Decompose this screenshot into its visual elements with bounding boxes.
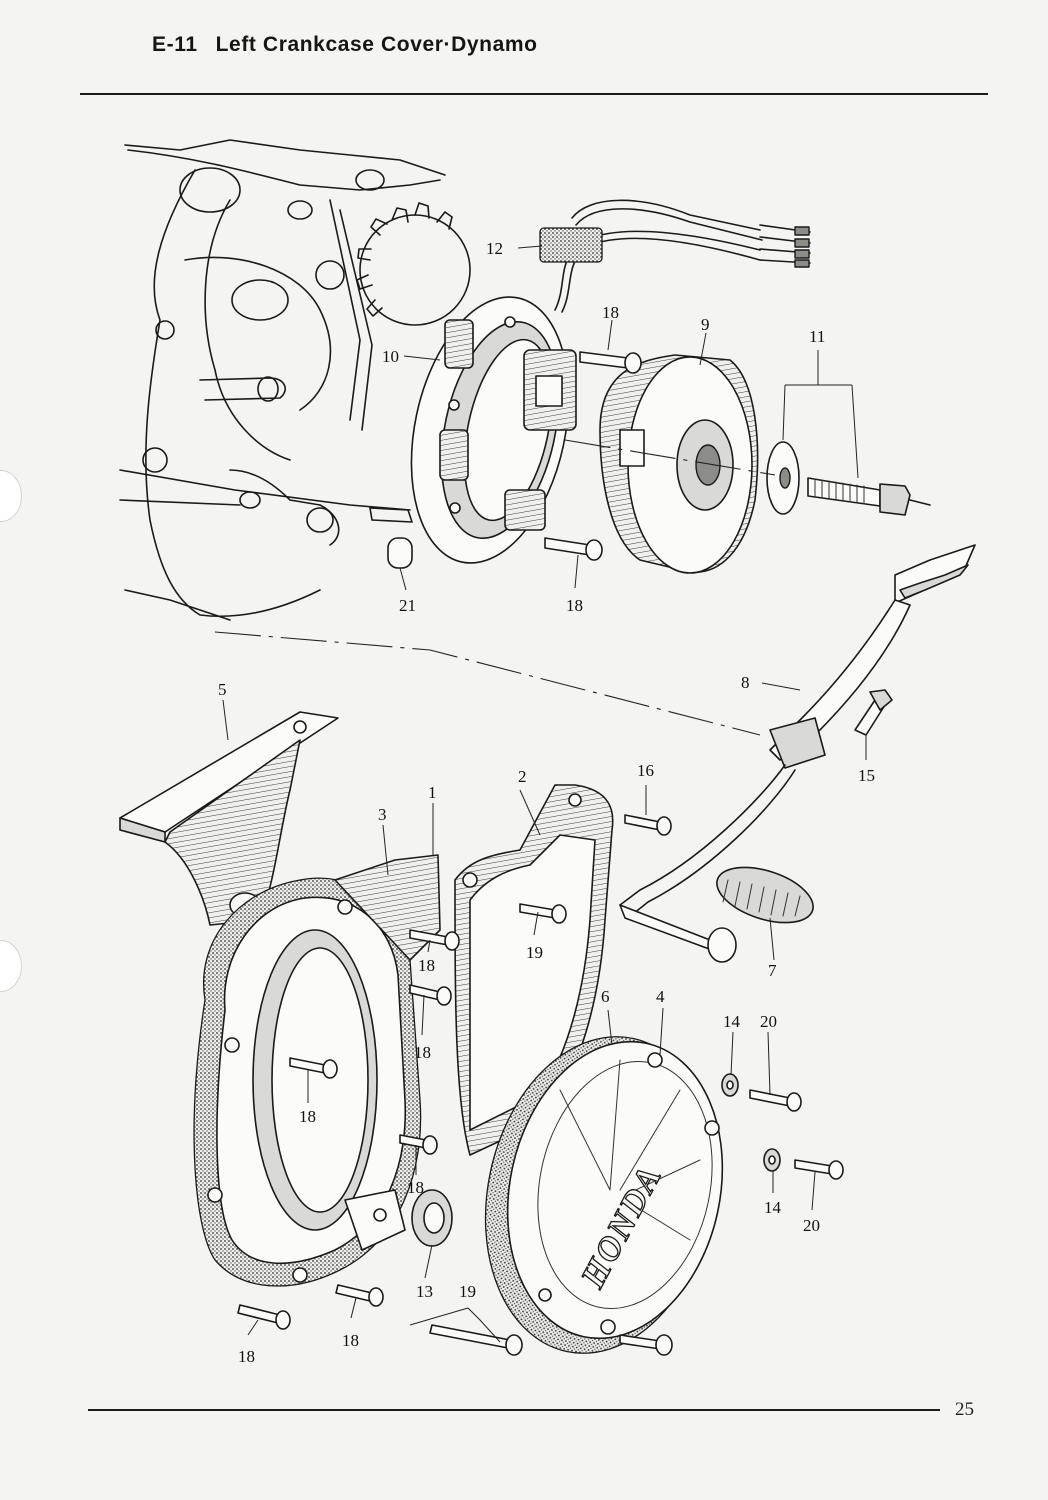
callout-18-cover: 18 (299, 1107, 316, 1126)
page-title: E-11 Left Crankcase Cover·Dynamo (152, 33, 538, 57)
callout-20-bottom: 20 (803, 1216, 820, 1235)
callout-18-bottom-left: 18 (238, 1347, 255, 1366)
callout-20-top: 20 (760, 1012, 777, 1031)
callout-11: 11 (809, 327, 825, 346)
callout-18-plate-mid: 18 (414, 1043, 431, 1062)
dowel-pin (387, 537, 413, 569)
callout-16: 16 (637, 761, 654, 780)
callout-19-plate: 19 (526, 943, 543, 962)
rotor (599, 354, 759, 574)
callout-19-long-screw: 19 (459, 1282, 476, 1301)
callout-18-plate-top: 18 (418, 956, 435, 975)
callout-21: 21 (399, 596, 416, 615)
drive-sprocket (356, 202, 471, 326)
section-title: Left Crankcase Cover·Dynamo (215, 33, 538, 56)
callout-5: 5 (218, 680, 227, 699)
gear-change-pedal (619, 544, 976, 963)
callout-1: 1 (428, 783, 437, 802)
callout-18-plate-low: 18 (407, 1178, 424, 1197)
callout-7: 7 (768, 961, 777, 980)
section-code: E-11 (152, 33, 198, 56)
crankcase-outline (119, 139, 471, 621)
callout-6: 6 (601, 987, 610, 1006)
wiring-harness (539, 199, 811, 313)
header-rule (80, 93, 988, 95)
callout-3: 3 (378, 805, 387, 824)
cover-screws (237, 814, 844, 1356)
pedal-pinch-bolt (854, 689, 893, 736)
wiring-connector (539, 227, 603, 263)
callout-8: 8 (741, 673, 750, 692)
rotor-bolt-and-washer (564, 439, 931, 516)
callout-12: 12 (486, 239, 503, 258)
callout-9: 9 (701, 315, 710, 334)
page-number: 25 (955, 1399, 974, 1420)
callout-10: 10 (382, 347, 399, 366)
callout-15: 15 (858, 766, 875, 785)
stator-assembly (410, 296, 577, 564)
callout-18-stator-bottom: 18 (566, 596, 583, 615)
callout-18-stator-top: 18 (602, 303, 619, 322)
callout-4: 4 (656, 987, 665, 1006)
callout-2: 2 (518, 767, 527, 786)
stator-screws (544, 351, 642, 561)
footer-rule (88, 1409, 940, 1411)
callout-numbers: 12 10 18 9 11 21 18 8 5 15 2 16 1 3 19 1… (218, 239, 875, 1366)
oil-seal (411, 1189, 453, 1247)
callout-18-bottom-mid: 18 (342, 1331, 359, 1350)
callout-13: 13 (416, 1282, 433, 1301)
callout-14-bottom: 14 (764, 1198, 782, 1217)
callout-14-top: 14 (723, 1012, 741, 1031)
outer-dynamo-cover: HONDA (484, 1036, 724, 1354)
callout-leaders (222, 245, 867, 1343)
